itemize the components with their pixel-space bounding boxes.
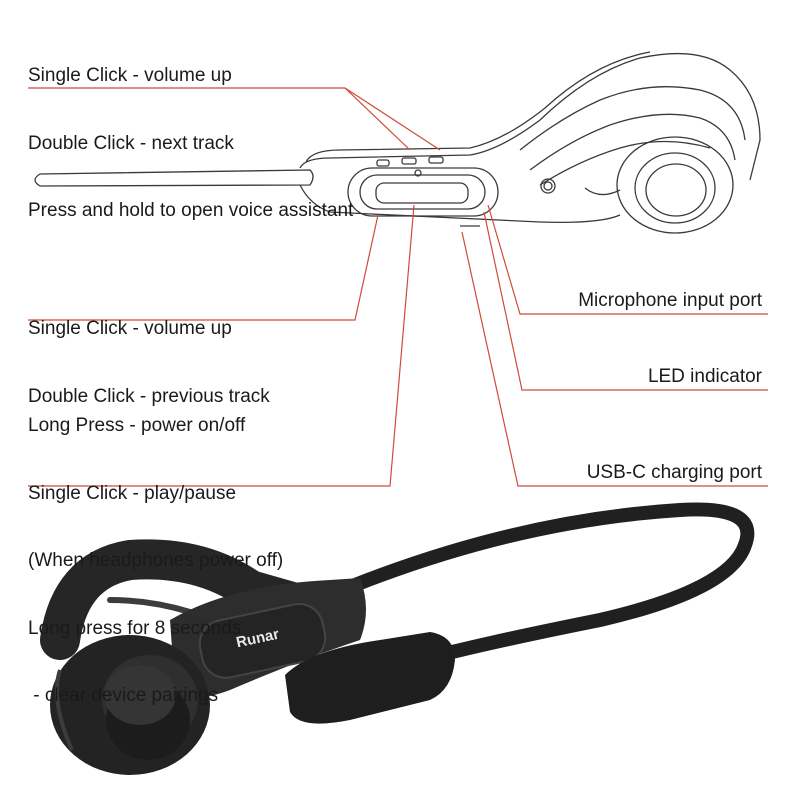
power-callout-line: Long press for 8 seconds <box>28 617 242 639</box>
middle-callout: Single Click - volume up Double Click - … <box>28 273 270 453</box>
middle-callout-line: Double Click - previous track <box>28 385 270 407</box>
power-callout-line: Long Press - power on/off <box>28 415 246 436</box>
usb-label: USB-C charging port <box>586 462 762 483</box>
leader-microphone <box>487 204 768 315</box>
leader-usb <box>461 231 768 487</box>
led-label: LED indicator <box>647 366 762 387</box>
leader-led <box>483 211 768 391</box>
headset-product-image <box>40 502 755 775</box>
top-callout: Single Click - volume up Double Click - … <box>28 20 353 268</box>
top-callout-line: Single Click - volume up <box>28 65 232 86</box>
top-callout-line: Press and hold to open voice assistant <box>28 200 354 221</box>
leader-lines <box>28 87 768 487</box>
leader-power-callout <box>28 204 415 487</box>
microphone-label: Microphone input port <box>578 290 762 311</box>
power-callout-line: (When headphones power off) <box>28 550 284 571</box>
power-callout-line: Single Click - play/pause <box>28 482 237 504</box>
power-callout-line: - clear device pairings <box>28 685 219 706</box>
middle-callout-line: Single Click - volume up <box>28 318 232 339</box>
headset-outline-drawing <box>34 51 761 234</box>
top-callout-line: Double Click - next track <box>28 132 234 154</box>
power-callout: Long Press - power on/off Single Click -… <box>28 370 283 753</box>
leader-middle-callout <box>28 214 379 321</box>
